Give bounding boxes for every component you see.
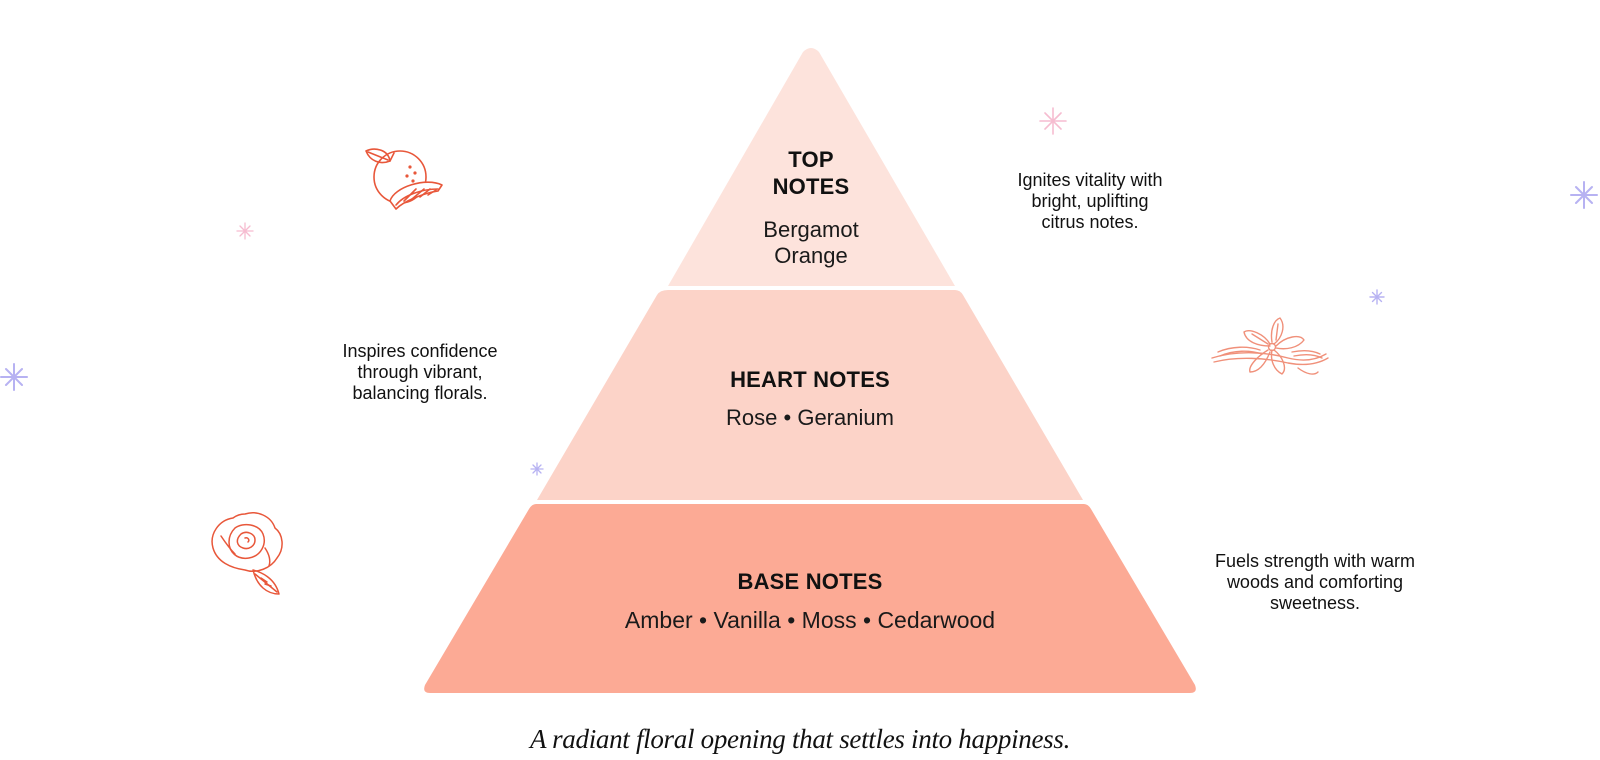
top-note-bergamot: Bergamot bbox=[763, 217, 859, 242]
base-desc-line-1: Fuels strength with warm bbox=[1214, 551, 1416, 571]
top-notes-description: Ignites vitality with bright, uplifting … bbox=[990, 170, 1190, 233]
sparkle-icon bbox=[1039, 107, 1067, 135]
pyramid-tier-base bbox=[424, 504, 1196, 693]
sparkle-icon bbox=[236, 222, 254, 240]
base-desc-line-3: sweetness. bbox=[1269, 593, 1361, 613]
top-notes-list: Bergamot Orange bbox=[711, 217, 911, 269]
base-desc-line-2: woods and comforting bbox=[1226, 572, 1404, 592]
sparkle-icon bbox=[0, 363, 28, 391]
base-notes-description: Fuels strength with warm woods and comfo… bbox=[1185, 551, 1445, 614]
tagline: A radiant floral opening that settles in… bbox=[529, 724, 1071, 754]
sparkle-icon bbox=[1570, 181, 1598, 209]
rose-icon bbox=[211, 512, 283, 595]
base-notes-list: Amber • Vanilla • Moss • Cedarwood bbox=[624, 607, 996, 633]
heart-desc-line-2: through vibrant, bbox=[357, 362, 483, 382]
top-desc-line-3: citrus notes. bbox=[1041, 212, 1139, 232]
sparkle-icon bbox=[530, 462, 544, 476]
heart-notes-description: Inspires confidence through vibrant, bal… bbox=[320, 341, 520, 404]
sparkle-icon bbox=[1369, 289, 1385, 305]
base-notes-title: BASE NOTES bbox=[737, 569, 883, 594]
top-note-orange: Orange bbox=[774, 243, 848, 268]
top-notes-title-line-1: TOP bbox=[788, 147, 834, 172]
top-notes-title-line-2: NOTES bbox=[772, 174, 850, 199]
heart-notes-title: HEART NOTES bbox=[730, 367, 890, 392]
top-desc-line-1: Ignites vitality with bbox=[1017, 170, 1163, 190]
pyramid-tier-top bbox=[668, 48, 955, 286]
top-notes-title: TOP NOTES bbox=[711, 146, 911, 200]
heart-desc-line-3: balancing florals. bbox=[352, 383, 488, 403]
top-desc-line-2: bright, uplifting bbox=[1031, 191, 1149, 211]
vanilla-flower-icon bbox=[1211, 317, 1329, 375]
heart-notes-list: Rose • Geranium bbox=[726, 405, 894, 430]
heart-desc-line-1: Inspires confidence bbox=[342, 341, 498, 361]
pyramid-tier-heart bbox=[537, 290, 1083, 500]
orange-slice-icon bbox=[365, 148, 443, 210]
